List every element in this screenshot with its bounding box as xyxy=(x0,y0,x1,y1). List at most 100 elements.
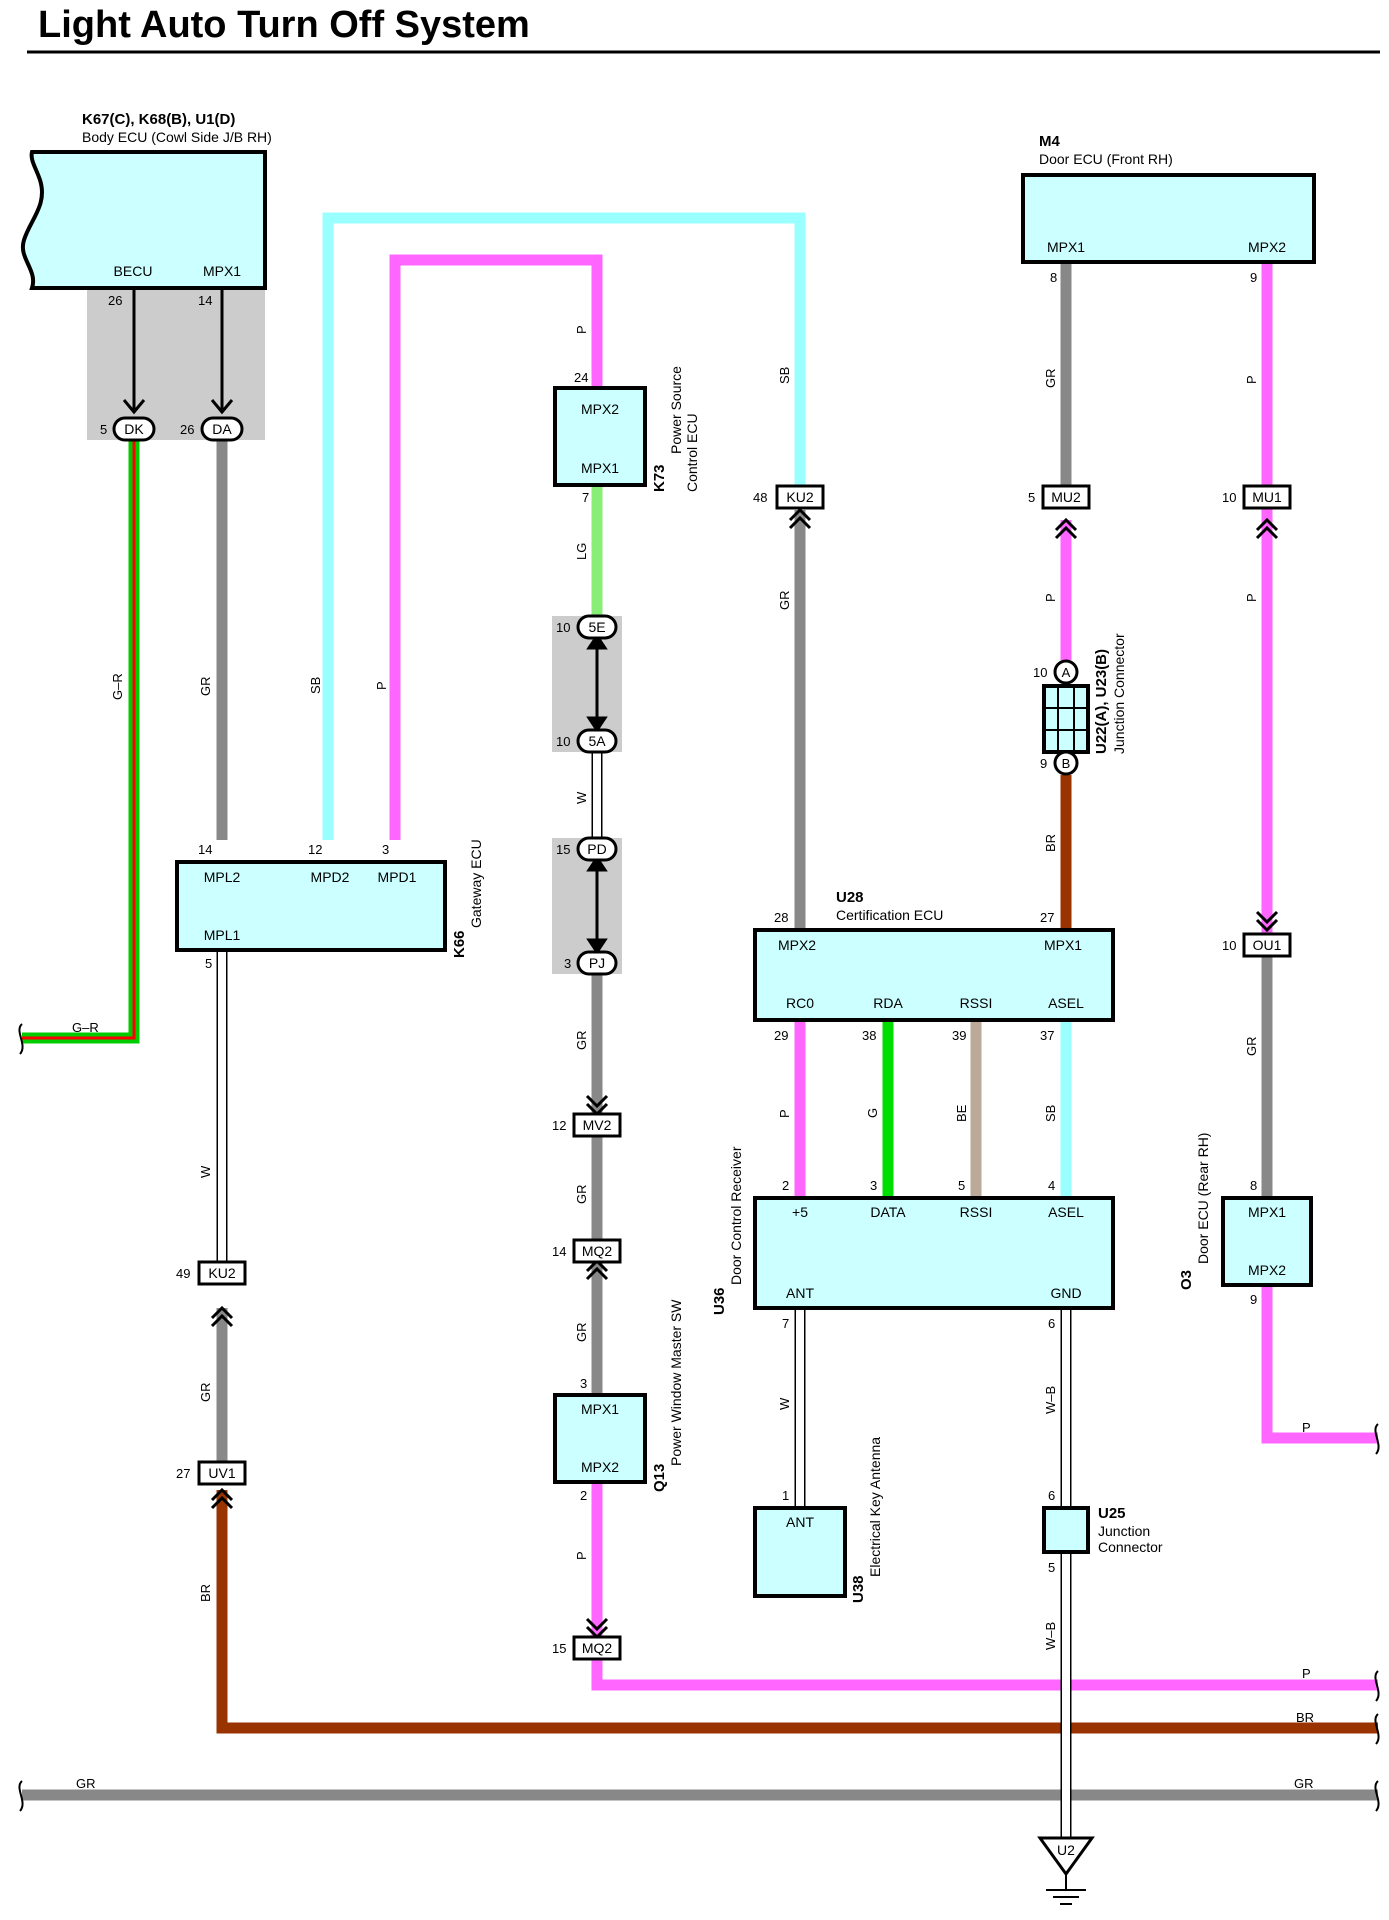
door-ecu-rear-box xyxy=(1221,1196,1313,1287)
pin-number: 3 xyxy=(870,1178,877,1193)
q13-pin-mpx2: MPX2 xyxy=(581,1459,619,1475)
pin-number: 5 xyxy=(1048,1560,1055,1575)
wire-label: G xyxy=(865,1108,880,1118)
body-ecu-box xyxy=(20,150,267,290)
connector-dk: DK xyxy=(124,421,144,437)
pin-number: 8 xyxy=(1250,1178,1257,1193)
cert-pin-rda: RDA xyxy=(873,995,903,1011)
wire-label: GR xyxy=(574,1323,589,1343)
pin-number: 10 xyxy=(1222,938,1236,953)
wire-label: P xyxy=(1244,375,1259,384)
wire-p-o3-right xyxy=(1261,1285,1378,1444)
junction-u22-code: U22(A), U23(B) xyxy=(1093,649,1110,754)
k73-pin-mpx2: MPX2 xyxy=(581,401,619,417)
wire-label: P xyxy=(1244,593,1259,602)
ground-symbol xyxy=(1037,1836,1095,1905)
power-source-ecu-code: K73 xyxy=(651,464,668,492)
wire-label: P xyxy=(777,1109,792,1118)
k73-pin-mpx1: MPX1 xyxy=(581,460,619,476)
connector-mv2: MV2 xyxy=(583,1117,612,1133)
wire-label: GR xyxy=(574,1031,589,1051)
receiver-pin-data: DATA xyxy=(870,1204,906,1220)
cert-pin-mpx2: MPX2 xyxy=(778,937,816,953)
certification-ecu-name: Certification ECU xyxy=(836,907,943,923)
wire-label: W–B xyxy=(1043,1622,1058,1650)
connector-5e: 5E xyxy=(588,619,605,635)
wire-label: GR xyxy=(574,1185,589,1205)
receiver-pin-asel: ASEL xyxy=(1048,1204,1084,1220)
pin-number: 14 xyxy=(198,842,212,857)
wire-p-q13-bus xyxy=(591,1482,1378,1691)
wire-label: W xyxy=(574,791,589,804)
pin-number: 10 xyxy=(556,734,570,749)
wire-label: SB xyxy=(308,677,323,694)
pin-number: 2 xyxy=(782,1178,789,1193)
wire-label: BR xyxy=(1296,1710,1314,1725)
pin-number: 48 xyxy=(753,490,767,505)
o3-pin-mpx1: MPX1 xyxy=(1248,1204,1286,1220)
pin-number: 24 xyxy=(574,370,588,385)
pin-number: 7 xyxy=(782,1316,789,1331)
pin-number: 26 xyxy=(180,422,194,437)
connector-pj: PJ xyxy=(589,955,605,971)
door-control-receiver-box xyxy=(753,1196,1115,1310)
pin-number: 4 xyxy=(1048,1178,1055,1193)
wire-label: SB xyxy=(1043,1105,1058,1122)
pin-number: 6 xyxy=(1048,1316,1055,1331)
gateway-pin-mpd1: MPD1 xyxy=(378,869,417,885)
wire-label: GR xyxy=(1294,1776,1314,1791)
door-ecu-rear-name: Door ECU (Rear RH) xyxy=(1195,1133,1211,1264)
gateway-ecu-name: Gateway ECU xyxy=(468,839,484,928)
body-ecu-connector-shade xyxy=(87,288,265,440)
pin-number: 39 xyxy=(952,1028,966,1043)
pin-number: 10 xyxy=(1222,490,1236,505)
wire-label: SB xyxy=(777,367,792,384)
wire-label: P xyxy=(374,681,389,690)
wire-label: GR xyxy=(198,677,213,697)
pin-number: 7 xyxy=(582,490,589,505)
connector-mq2-a: MQ2 xyxy=(582,1243,613,1259)
connector-mu1: MU1 xyxy=(1252,489,1282,505)
pin-number: 6 xyxy=(1048,1488,1055,1503)
pin-number: 12 xyxy=(308,842,322,857)
pin-number: 3 xyxy=(382,842,389,857)
connector-tags xyxy=(112,416,1292,1661)
junction-u25-name1: Junction xyxy=(1098,1523,1150,1539)
pin-number: 49 xyxy=(176,1266,190,1281)
cert-pin-rc0: RC0 xyxy=(786,995,814,1011)
connector-uv1: UV1 xyxy=(208,1465,235,1481)
connector-mq2-b: MQ2 xyxy=(582,1640,613,1656)
pin-number: 8 xyxy=(1050,270,1057,285)
connector-ku2-a: KU2 xyxy=(786,489,813,505)
wire-label: LG xyxy=(574,543,589,560)
m4-pin-mpx2: MPX2 xyxy=(1248,239,1286,255)
pin-number: 28 xyxy=(774,910,788,925)
body-ecu-code: K67(C), K68(B), U1(D) xyxy=(82,111,235,128)
pin-number: 26 xyxy=(108,293,122,308)
body-ecu-name: Body ECU (Cowl Side J/B RH) xyxy=(82,129,272,145)
pin-number: 5 xyxy=(100,422,107,437)
wire-label: P xyxy=(1043,593,1058,602)
m4-pin-mpx1: MPX1 xyxy=(1047,239,1085,255)
pin-number: 9 xyxy=(1250,270,1257,285)
power-source-ecu-name1: Power Source xyxy=(668,366,684,454)
pin-number: 5 xyxy=(1028,490,1035,505)
pin-number: 38 xyxy=(862,1028,876,1043)
pin-number: 1 xyxy=(782,1488,789,1503)
certification-ecu-code: U28 xyxy=(836,889,864,906)
key-antenna-name: Electrical Key Antenna xyxy=(867,1437,883,1577)
body-ecu-pin-mpx1: MPX1 xyxy=(203,263,241,279)
connector-pd: PD xyxy=(587,841,606,857)
pin-number: 12 xyxy=(552,1118,566,1133)
pin-number: 3 xyxy=(580,1376,587,1391)
junction-u22-b: B xyxy=(1062,756,1071,771)
wire-label: P xyxy=(1302,1666,1311,1681)
door-control-receiver-name: Door Control Receiver xyxy=(728,1146,744,1285)
door-ecu-front-code: M4 xyxy=(1039,133,1060,150)
pin-number: 5 xyxy=(958,1178,965,1193)
wire-br-uv1-bus xyxy=(216,1490,1378,1734)
gateway-pin-mpd2: MPD2 xyxy=(311,869,350,885)
receiver-pin-ant: ANT xyxy=(786,1285,814,1301)
junction-double-arrows xyxy=(586,633,608,955)
wire-label: G–R xyxy=(110,673,125,700)
